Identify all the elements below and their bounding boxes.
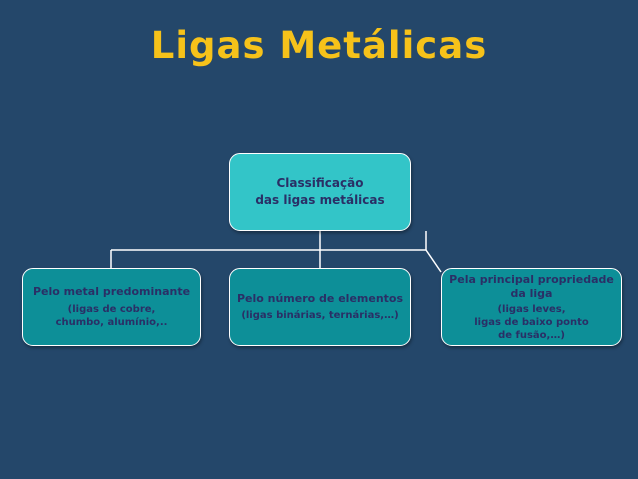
- root-label-line1: Classificação: [276, 176, 364, 190]
- connector-right-drop: [425, 249, 442, 273]
- child-heading: Pelo número de elementos: [236, 292, 404, 305]
- child-node-metal-predominante: Pelo metal predominante (ligas de cobre,…: [22, 268, 201, 346]
- child-detail: (ligas binárias, ternárias,…): [241, 310, 399, 321]
- child-detail: chumbo, alumínio,..: [55, 317, 168, 328]
- child-node-numero-elementos: Pelo número de elementos (ligas binárias…: [229, 268, 411, 346]
- child-node-principal-propriedade: Pela principal propriedade da liga (liga…: [441, 268, 622, 346]
- child-heading: Pela principal propriedade: [449, 272, 614, 286]
- slide-title: Ligas Metálicas: [150, 24, 488, 67]
- root-node-classificacao: Classificação das ligas metálicas: [229, 153, 411, 231]
- child-detail: de fusão,…): [498, 329, 565, 341]
- child-detail: (ligas de cobre,: [67, 304, 156, 315]
- child-detail: ligas de baixo ponto: [474, 316, 589, 328]
- child-heading: Pelo metal predominante: [32, 285, 191, 298]
- root-label-line2: das ligas metálicas: [255, 193, 385, 207]
- child-heading: da liga: [510, 286, 553, 300]
- child-detail: (ligas leves,: [497, 303, 566, 315]
